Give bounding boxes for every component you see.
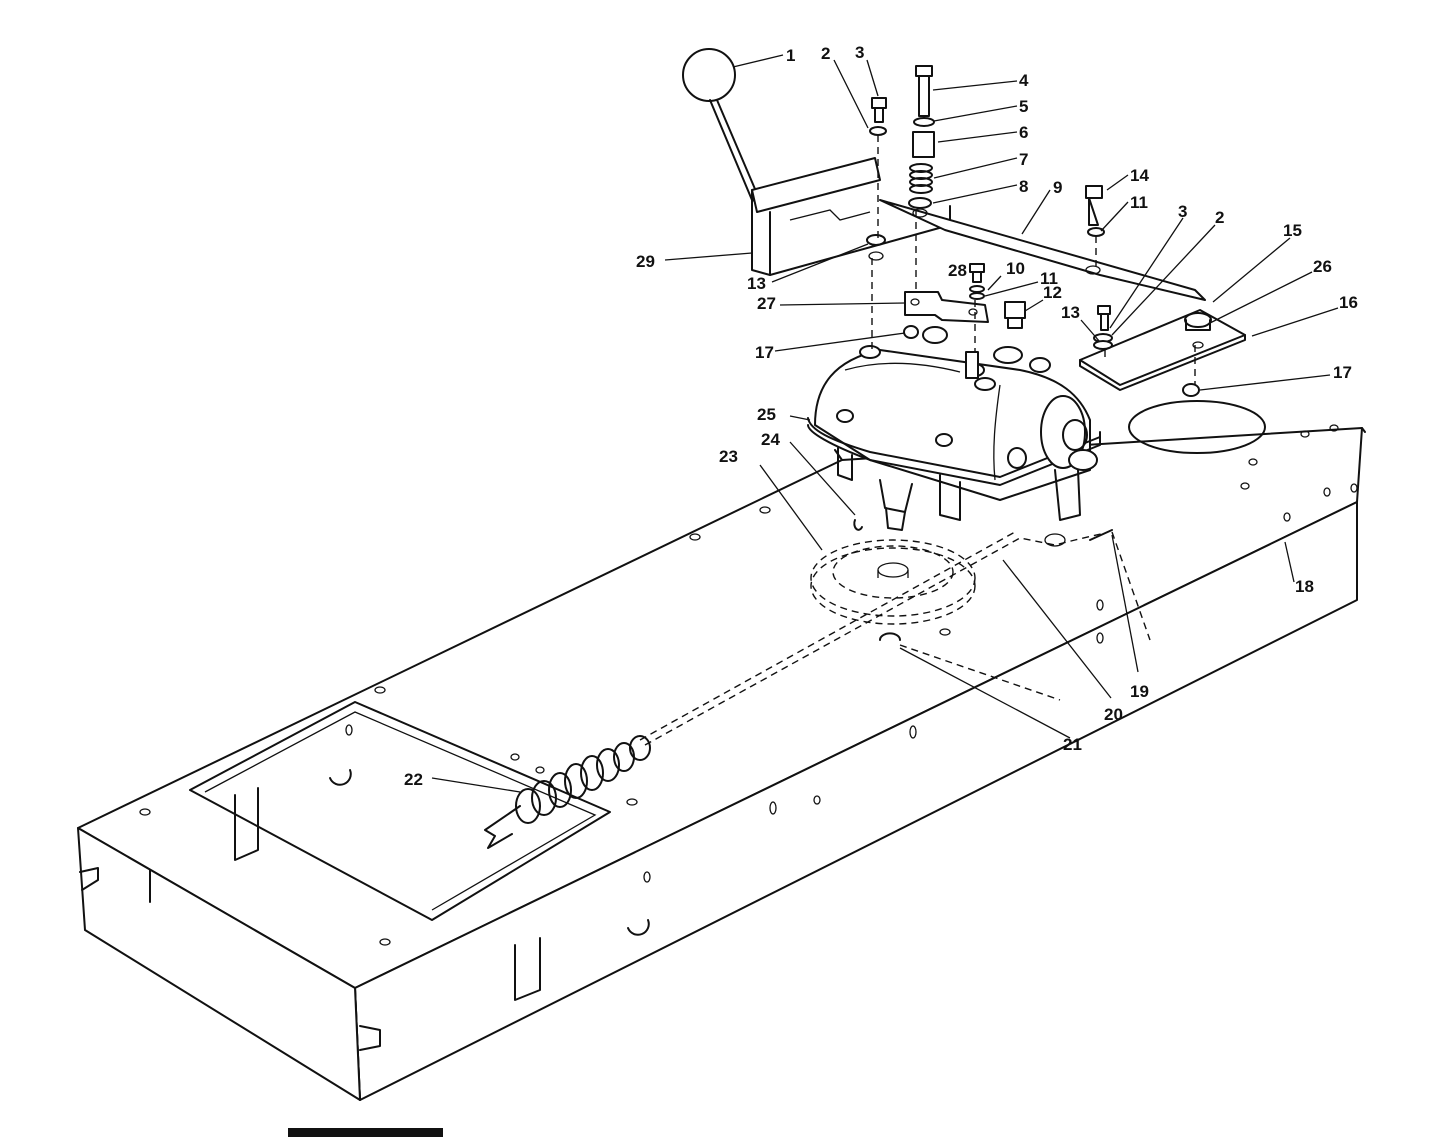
callout-23: 23 [719,447,738,466]
callout-4: 4 [1019,71,1029,90]
callout-10: 10 [1006,259,1025,278]
frame-chassis [77,400,1366,1101]
link-plate [904,291,989,323]
callout-14: 14 [1130,166,1149,185]
callout-9: 9 [1053,178,1062,197]
callout-5: 5 [1019,97,1028,116]
callout-2: 2 [821,44,830,63]
callout-11-top: 11 [1130,193,1148,212]
hardware [869,65,1200,397]
callout-3-right: 3 [1178,202,1187,221]
callout-11-mid: 11 [1040,269,1058,288]
callout-24: 24 [761,430,780,449]
callout-labels: 1 2 3 4 5 6 7 8 9 14 11 3 2 15 26 16 29 … [404,43,1358,789]
callout-17-right: 17 [1333,363,1352,382]
callout-3: 3 [855,43,864,62]
callout-22: 22 [404,770,423,789]
callout-26: 26 [1313,257,1332,276]
pulley-assembly [810,519,976,641]
callout-27: 27 [757,294,776,313]
callout-6: 6 [1019,123,1028,142]
callout-28: 28 [948,261,967,280]
callout-1: 1 [786,46,795,65]
callout-7: 7 [1019,150,1028,169]
transmission-housing [807,326,1101,547]
callout-17-left: 17 [755,343,774,362]
callout-19: 19 [1130,682,1149,701]
bottom-caption-fragment [288,1128,443,1137]
shift-rod-and-spring [484,529,1151,849]
leader-lines [431,54,1339,793]
shift-bracket-and-lever [682,48,1206,301]
callout-13-left: 13 [747,274,766,293]
callout-2-right: 2 [1215,208,1224,227]
callout-21: 21 [1063,735,1082,754]
callout-25: 25 [757,405,776,424]
callout-15: 15 [1283,221,1302,240]
assembly-lines [871,135,1196,385]
callout-16: 16 [1339,293,1358,312]
callout-20: 20 [1104,705,1123,724]
right-bracket [1079,309,1246,391]
callout-29: 29 [636,252,655,271]
callout-8: 8 [1019,177,1028,196]
callout-12: 12 [1043,283,1062,302]
callout-18: 18 [1295,577,1314,596]
callout-13-right: 13 [1061,303,1080,322]
